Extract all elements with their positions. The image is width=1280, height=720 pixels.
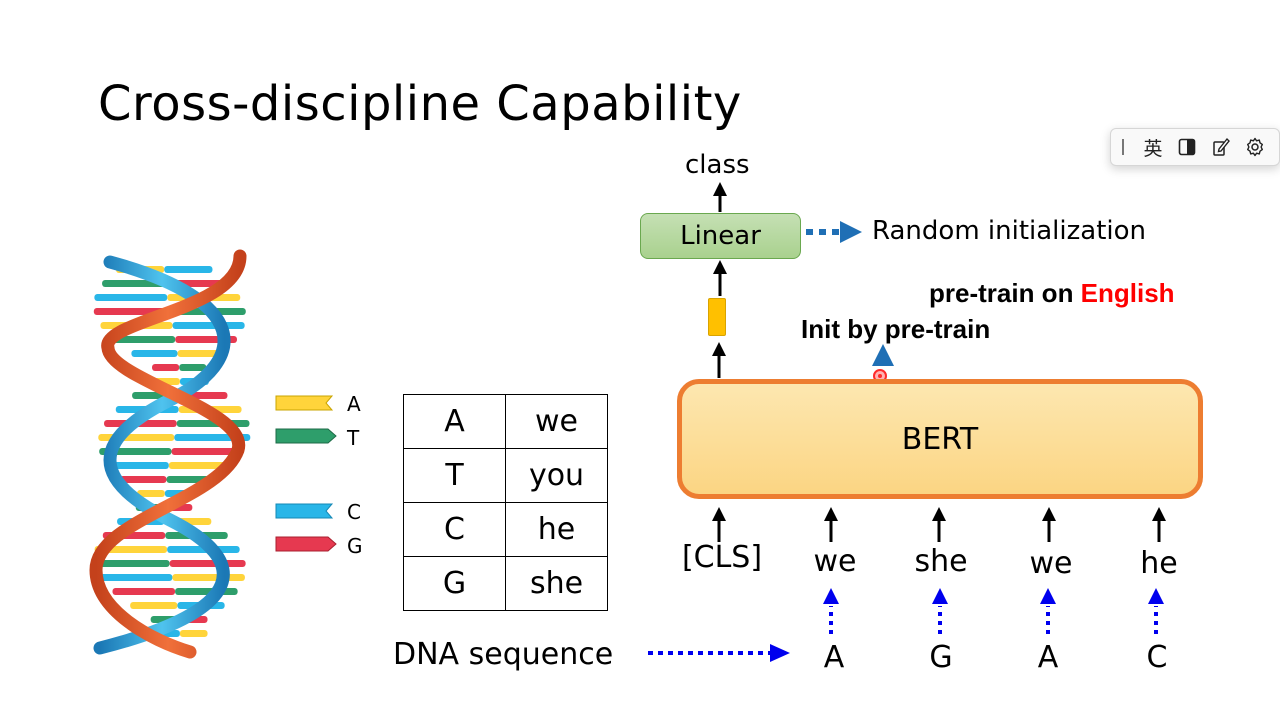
base-pair-rung: [171, 448, 244, 455]
arrow-word2-to-bert: [932, 507, 946, 542]
base-pair-rung: [102, 280, 166, 287]
word-token: we: [1029, 546, 1073, 581]
table-row: A we: [403, 394, 608, 449]
dna-base-token: C: [1146, 640, 1168, 675]
base-pair-rung: [131, 350, 178, 357]
settings-gear-icon[interactable]: [1238, 132, 1272, 162]
legend-entry-G: [275, 536, 337, 552]
arrow-bert-to-vector: [712, 342, 726, 378]
base-pair-rung: [112, 588, 176, 595]
arrow-word1-to-bert: [824, 507, 838, 542]
arrow-base1-to-word1: [823, 588, 839, 634]
table-row: G she: [403, 556, 608, 611]
table-row: T you: [403, 448, 608, 503]
base-pair-rung: [130, 602, 178, 609]
cls-token: [CLS]: [681, 540, 763, 575]
legend-label-a: A: [347, 392, 361, 416]
pretrain-prefix-text: pre-train on: [929, 278, 1081, 308]
ime-toolbar[interactable]: 英: [1110, 128, 1280, 166]
base-pair-rung: [168, 462, 231, 469]
pretrain-language-highlight: English: [1080, 278, 1175, 308]
bert-model-box: BERT: [677, 379, 1203, 499]
legend-entry-T: [275, 428, 337, 444]
handwriting-icon[interactable]: [1204, 132, 1238, 162]
base-pair-rung: [113, 336, 176, 343]
base-pair-rung: [179, 630, 208, 637]
arrow-cls-to-bert: [712, 507, 726, 542]
half-full-width-icon[interactable]: [1170, 132, 1204, 162]
table-cell-word: we: [505, 394, 608, 449]
legend-label-c: C: [347, 500, 361, 524]
dna-base-token: A: [823, 640, 845, 675]
legend-label-g: G: [347, 534, 363, 558]
arrow-base4-to-word4: [1148, 588, 1164, 634]
toolbar-grip-handle[interactable]: [1122, 139, 1124, 155]
arrow-base2-to-word2: [932, 588, 948, 634]
cls-output-vector: [708, 298, 726, 336]
arrow-word4-to-bert: [1152, 507, 1166, 542]
base-word-mapping-table: A we T you C he G she: [403, 394, 608, 611]
pretrain-on-english-label: pre-train on English: [929, 278, 1175, 309]
table-cell-word: you: [505, 448, 608, 503]
table-cell-base: T: [403, 448, 506, 503]
slide-title: Cross-discipline Capability: [98, 76, 742, 132]
base-pair-rung: [93, 560, 170, 567]
ime-language-toggle[interactable]: 英: [1143, 138, 1163, 160]
dna-sequence-arrow: [648, 644, 790, 662]
dna-sequence-label: DNA sequence: [393, 637, 614, 672]
init-by-pretrain-label: Init by pre-train: [801, 314, 991, 344]
word-token: we: [813, 544, 857, 579]
linear-layer-box: Linear: [640, 213, 801, 259]
table-cell-word: he: [505, 502, 608, 557]
base-pair-rung: [99, 574, 173, 581]
arrow-base3-to-word3: [1040, 588, 1056, 634]
base-pair-rung: [94, 294, 168, 301]
base-pair-rung: [137, 490, 165, 497]
legend-entry-A: [275, 395, 334, 411]
base-pair-rung: [106, 462, 169, 469]
arrow-vector-to-linear: [713, 260, 727, 296]
arrow-word3-to-bert: [1042, 507, 1056, 542]
table-cell-base: A: [403, 394, 506, 449]
base-pair-rung: [177, 350, 224, 357]
base-pair-rung: [119, 476, 167, 483]
helix-strand-orange: [89, 249, 247, 659]
word-token: she: [914, 544, 968, 579]
legend-label-t: T: [347, 426, 360, 450]
word-token: he: [1140, 546, 1178, 581]
legend-entry-C: [275, 503, 334, 519]
arrow-linear-to-class: [713, 182, 727, 212]
base-pair-rung: [164, 266, 213, 273]
dna-base-token: A: [1037, 640, 1059, 675]
table-cell-word: she: [505, 556, 608, 611]
table-cell-base: G: [403, 556, 506, 611]
random-initialization-label: Random initialization: [872, 216, 1147, 246]
random-init-arrow: [806, 221, 862, 243]
output-class-label: class: [685, 150, 750, 180]
helix-strand-blue: [93, 255, 231, 655]
base-pair-rung: [152, 364, 180, 371]
table-row: C he: [403, 502, 608, 557]
base-pair-rung: [179, 364, 207, 371]
dna-base-token: G: [929, 640, 953, 675]
